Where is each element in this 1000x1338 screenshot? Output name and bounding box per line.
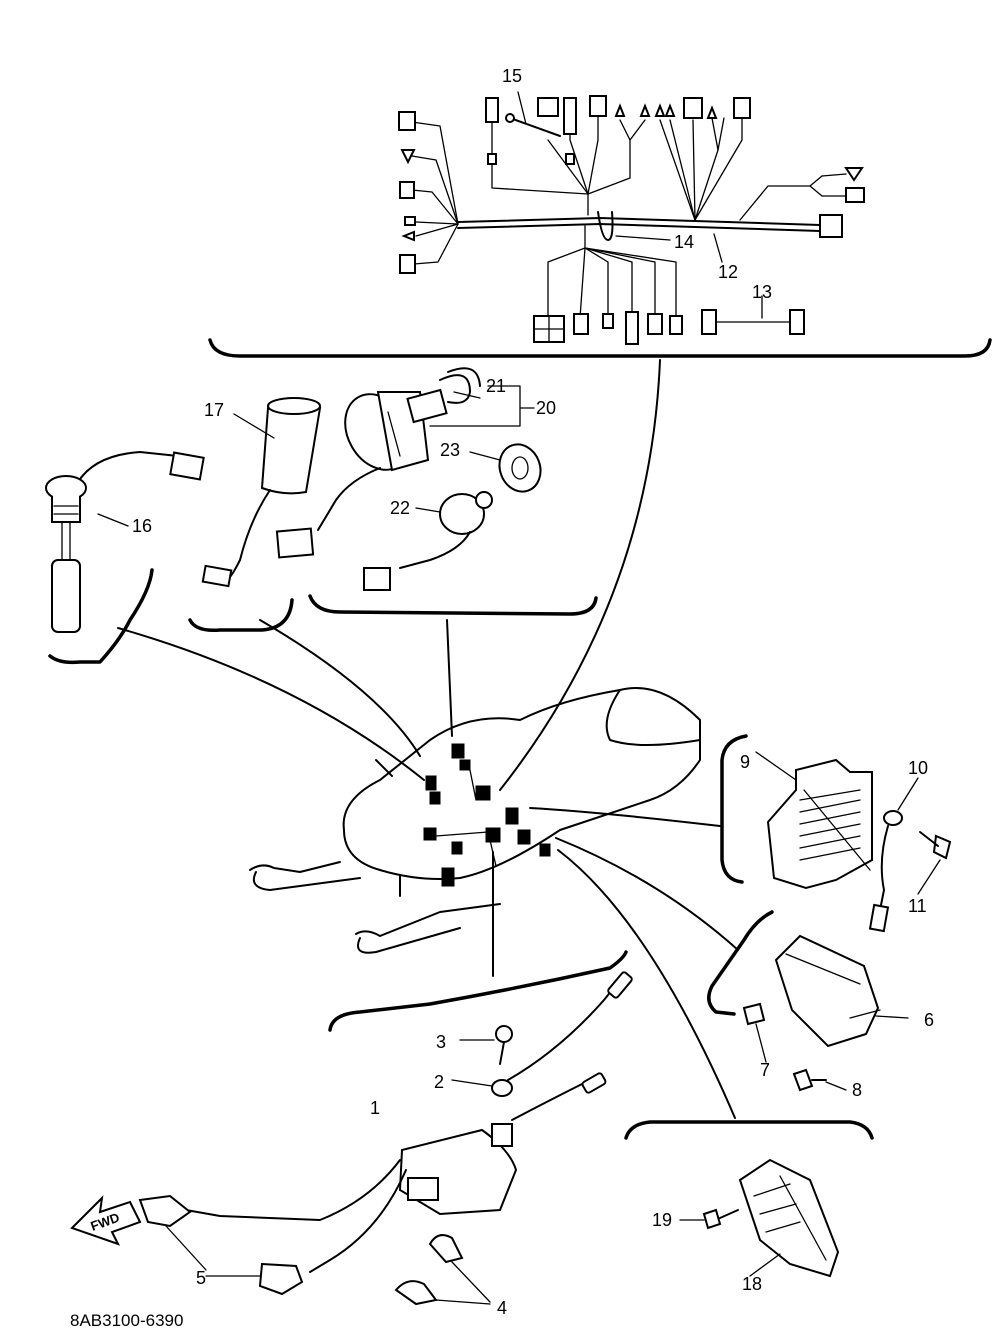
harness-connector: [589, 95, 607, 117]
harness-connector: [845, 187, 865, 203]
snowmobile-body: [249, 687, 701, 954]
part-20-group: [275, 367, 598, 616]
callout-13: 13: [752, 282, 772, 302]
connector-blob: [451, 743, 465, 759]
callout-9: 9: [740, 752, 750, 772]
connector-blob: [475, 785, 491, 801]
connector-blob: [505, 807, 519, 825]
harness-connector: [647, 313, 663, 335]
harness-connector: [654, 103, 666, 117]
harness-connector: [602, 313, 614, 329]
harness-connector: [625, 311, 639, 345]
ring-part-23: [498, 443, 542, 493]
callout-3: 3: [436, 1032, 446, 1052]
harness-connector: [573, 313, 589, 335]
harness-connector: [404, 216, 416, 226]
callout-7: 7: [760, 1060, 770, 1080]
callout-21: 21: [486, 376, 506, 396]
harness-connector: [401, 230, 415, 242]
wire-harness-group: [208, 95, 992, 358]
sub-lead-connector: [789, 309, 805, 335]
harness-connector: [844, 167, 864, 182]
harness-connector: [819, 214, 843, 238]
callout-8: 8: [852, 1080, 862, 1100]
harness-connector: [669, 315, 683, 335]
sensor-connector: [169, 451, 205, 481]
callout-10: 10: [908, 758, 928, 778]
connector-blob: [459, 759, 471, 771]
harness-connector: [537, 97, 559, 117]
callout-19: 19: [652, 1210, 672, 1230]
harness-connector: [683, 97, 703, 119]
harness-connector: [398, 111, 416, 131]
connector-blob: [441, 867, 455, 887]
relay-connector: [201, 564, 233, 588]
callout-5: 5: [196, 1268, 206, 1288]
part-1-group: [70, 950, 633, 1306]
part-6-group: [707, 910, 881, 1092]
callout-22: 22: [390, 498, 410, 518]
callout-20: 20: [536, 398, 556, 418]
harness-terminal: [505, 113, 515, 123]
callout-14: 14: [674, 232, 694, 252]
callout-6: 6: [924, 1010, 934, 1030]
switch-connector: [275, 527, 315, 559]
callout-17: 17: [204, 400, 224, 420]
part-9-group: [720, 734, 952, 933]
connector-blob: [429, 791, 441, 805]
harness-connector: [614, 103, 626, 117]
callout-23: 23: [440, 440, 460, 460]
part-22-connector: [363, 567, 391, 591]
callout-12: 12: [718, 262, 738, 282]
harness-connector: [399, 181, 415, 199]
forward-arrow-icon: [70, 1195, 142, 1246]
harness-connector: [400, 149, 416, 165]
diagram-code: 8AB3100-6390: [70, 1311, 183, 1330]
harness-connector: [639, 103, 651, 117]
connector-blob: [539, 843, 551, 857]
sub-lead-connector: [701, 309, 717, 335]
callout-4: 4: [497, 1298, 507, 1318]
harness-connector: [565, 153, 575, 165]
callout-leaders: [97, 91, 941, 1305]
harness-connector: [485, 97, 499, 123]
callout-2: 2: [434, 1072, 444, 1092]
connector-blob: [485, 827, 501, 843]
part-18-group: [624, 1120, 874, 1278]
harness-connector: [563, 97, 577, 135]
connector-blob: [423, 827, 437, 841]
harness-connector: [399, 254, 416, 274]
harness-connector: [664, 103, 676, 117]
callout-16: 16: [132, 516, 152, 536]
sensor-part-16: [45, 451, 205, 665]
callout-15: 15: [502, 66, 522, 86]
part-17-group: [188, 397, 322, 633]
harness-connector: [733, 97, 751, 119]
harness-connector: [487, 153, 497, 165]
connector-blob: [517, 829, 531, 845]
callout-18: 18: [742, 1274, 762, 1294]
harness-connector: [706, 105, 718, 119]
callout-1: 1: [370, 1098, 380, 1118]
leader-lines: [117, 359, 739, 1119]
callout-11: 11: [908, 896, 927, 916]
connector-blob: [451, 841, 463, 855]
connector-blob: [425, 775, 437, 791]
